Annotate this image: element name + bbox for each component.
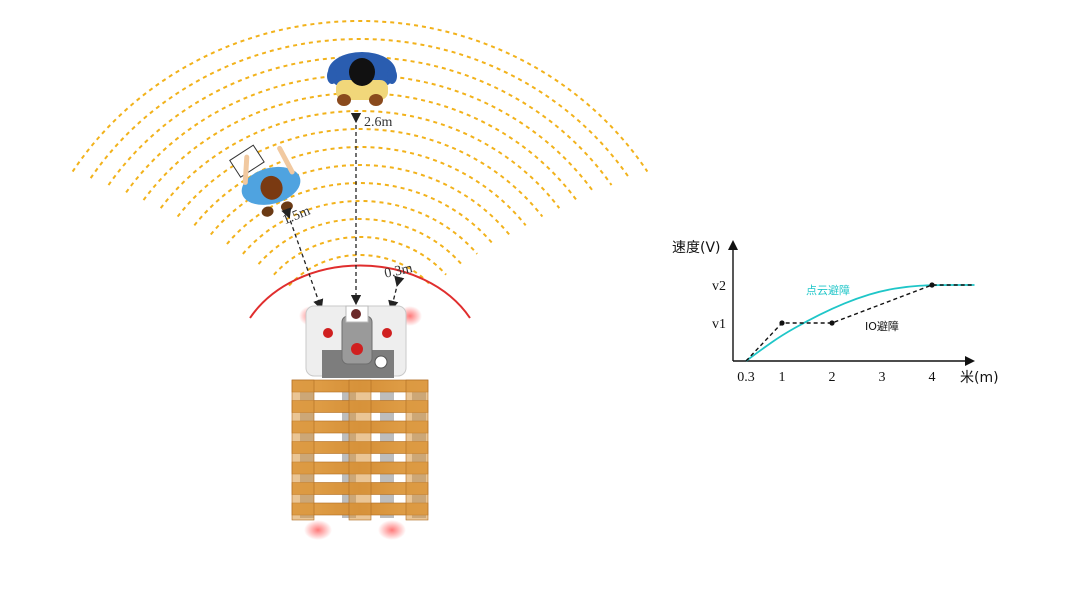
series-label-1: 点云避障	[806, 283, 850, 297]
series-marker	[929, 282, 935, 288]
speed-distance-chart: 速度(V) 米(m) 0.3 1 2 3 4 v1 v2 点云避障 IO避障	[672, 240, 999, 386]
x-axis-arrow	[965, 356, 975, 366]
pallet-stringer	[348, 379, 372, 521]
person-left	[229, 144, 301, 217]
arm-shape	[327, 68, 337, 84]
shoe-shape	[369, 94, 383, 106]
series-marker	[779, 320, 785, 326]
x-axis-label: 米(m)	[960, 370, 999, 386]
y-axis-label: 速度(V)	[672, 240, 721, 256]
sensor-wave-arc	[226, 182, 494, 245]
arm-shape	[242, 154, 250, 185]
warning-light	[304, 520, 332, 540]
emergency-stop	[351, 343, 363, 355]
side-light	[323, 328, 333, 338]
pallet-stringer	[291, 379, 315, 521]
sensor-wave-arc	[107, 56, 613, 186]
x-tick-label: 0.3	[737, 370, 755, 385]
series-marker	[829, 320, 835, 326]
robot-mast	[341, 315, 373, 365]
shoe-shape	[261, 206, 274, 217]
x-tick-label: 4	[929, 370, 936, 385]
y-axis-arrow	[728, 240, 738, 250]
arm-shape	[277, 145, 295, 175]
x-tick-label: 2	[829, 370, 836, 385]
series-line-1	[745, 284, 975, 362]
distance-label-top: 2.6m	[364, 115, 393, 130]
distance-label-near: 0.3m	[383, 261, 414, 282]
person-top	[327, 52, 397, 106]
sensor-wave-arc	[159, 110, 561, 209]
sensor-eye	[374, 355, 388, 369]
shoe-shape	[337, 94, 351, 106]
sensor-wave-arc	[176, 128, 544, 218]
robot-forklift	[299, 305, 422, 540]
head-shape	[260, 175, 283, 200]
side-light	[382, 328, 392, 338]
distance-arrows	[281, 112, 405, 312]
distance-arrow-left	[281, 207, 324, 310]
wooden-pallet	[291, 379, 429, 521]
pallet-stringer	[405, 379, 429, 521]
sensor-wave-arc	[89, 38, 631, 179]
sensor-wave-arc	[125, 74, 595, 193]
warning-light	[378, 520, 406, 540]
sensor-wave-arc	[242, 200, 478, 255]
sensor-wave-arc	[142, 92, 578, 201]
arm-shape	[387, 68, 397, 84]
head-shape	[349, 58, 375, 86]
sensor-wave-arc	[71, 20, 649, 173]
y-tick-label: v2	[712, 279, 726, 294]
lidar-sensor	[351, 309, 361, 319]
sensor-wave-arc	[288, 254, 432, 287]
x-tick-label: 1	[779, 370, 786, 385]
x-tick-label: 3	[879, 370, 886, 385]
sensor-wave-arc	[273, 236, 447, 276]
series-label-2: IO避障	[865, 319, 899, 333]
y-tick-label: v1	[712, 317, 726, 332]
distance-arrow-near	[388, 275, 405, 312]
